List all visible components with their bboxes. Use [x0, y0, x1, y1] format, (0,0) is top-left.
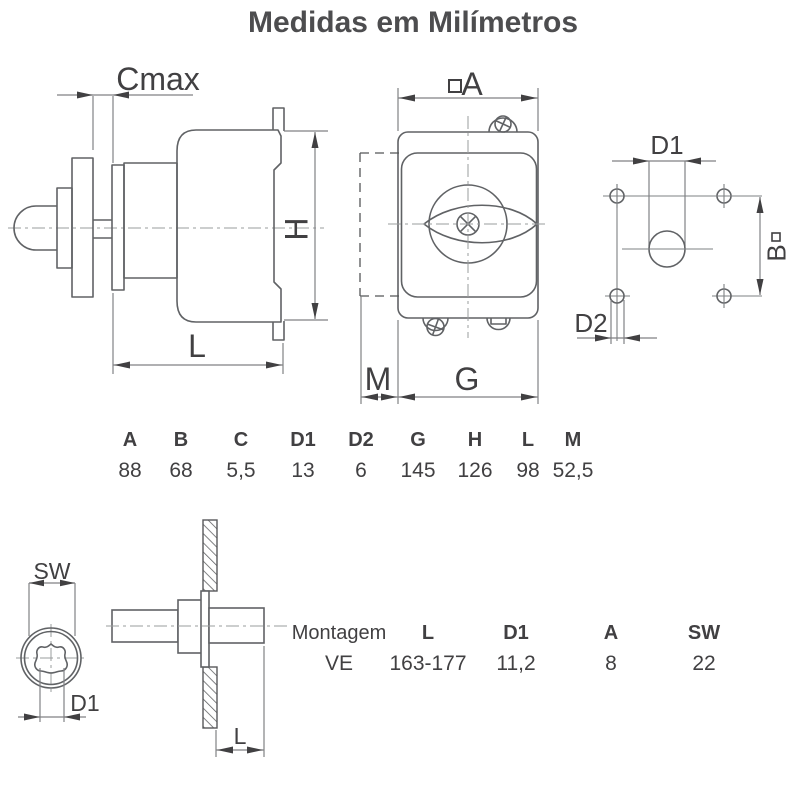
- dim-l: L: [112, 293, 284, 374]
- dim-label-d2: D2: [574, 308, 607, 338]
- dim-d1-shaft: D1: [18, 668, 100, 722]
- col-header: C: [233, 429, 249, 451]
- col-value: 98: [516, 459, 540, 482]
- col-value: 11,2: [496, 652, 536, 675]
- washer-plate: [200, 590, 210, 668]
- tab-bottom-right: [486, 317, 511, 331]
- panel-lower-section: [202, 666, 218, 729]
- screw-tab-top: [488, 115, 518, 133]
- dim-label-b: B: [761, 244, 791, 261]
- drill-template-drawing: D1: [574, 130, 791, 344]
- dim-b: B: [756, 197, 791, 295]
- col-header: L: [521, 429, 535, 451]
- col-header: G: [410, 429, 426, 451]
- switch-neck: [123, 162, 178, 279]
- col-header: D1: [503, 622, 529, 644]
- col-value: 68: [169, 459, 193, 482]
- hole-bottom-left: [609, 288, 625, 304]
- dim-g: G: [398, 320, 539, 404]
- col-header: A: [122, 429, 138, 451]
- col-value: 145: [400, 459, 436, 482]
- col-header: SW: [687, 622, 721, 644]
- projection-dashed-box: [359, 152, 402, 297]
- col-header: Montagem: [291, 622, 387, 644]
- screw-cross-icon: [427, 318, 444, 336]
- dim-label-sw: SW: [33, 558, 70, 584]
- col-value: 6: [355, 459, 367, 482]
- nut-outer-circle: [20, 627, 82, 689]
- shaft-section-drawing: SW D1: [16, 558, 100, 722]
- dim-label-l: L: [188, 328, 206, 364]
- col-header: D2: [348, 429, 374, 451]
- col-value: 5,5: [226, 459, 256, 482]
- side-view-drawing: Cmax H L: [8, 61, 328, 374]
- col-value: 13: [291, 459, 315, 482]
- dim-l-mount: L: [215, 646, 265, 757]
- col-value: 88: [118, 459, 142, 482]
- screw-tab-bottom-left: [422, 317, 449, 337]
- dim-a: A: [397, 66, 539, 131]
- body-bottom-tab: [272, 321, 285, 341]
- dim-label-d1-shaft: D1: [70, 690, 99, 716]
- dim-label-h: H: [279, 217, 315, 240]
- dim-m: M: [360, 296, 399, 404]
- dim-label-a: A: [461, 66, 483, 102]
- col-header: D1: [290, 429, 316, 451]
- shaft-left: [111, 609, 179, 643]
- switch-handle: [13, 205, 57, 251]
- mounting-holes: [603, 184, 762, 341]
- flange-plate: [71, 157, 94, 298]
- switch-body: [176, 129, 282, 323]
- col-value: 163-177: [389, 652, 467, 675]
- col-value: 8: [605, 652, 617, 675]
- col-header: H: [467, 429, 483, 451]
- square-symbol: [771, 232, 781, 242]
- col-header: M: [564, 429, 582, 451]
- front-view-drawing: A: [359, 66, 549, 404]
- dim-label-d1: D1: [650, 130, 683, 160]
- bottom-drawings: SW D1: [16, 519, 288, 757]
- dim-h: H: [279, 130, 328, 321]
- panel-upper-section: [202, 519, 218, 592]
- col-value: 52,5: [552, 459, 594, 482]
- screw-cross-icon: [495, 116, 511, 132]
- square-symbol: [448, 79, 462, 93]
- dim-cmax: Cmax: [57, 61, 200, 163]
- panel-mount-drawing: L: [106, 519, 288, 757]
- col-header: B: [173, 429, 189, 451]
- col-value: VE: [324, 652, 353, 675]
- page-title: Medidas em Milímetros: [247, 6, 579, 39]
- shaft-spline-profile: [34, 643, 68, 674]
- top-drawings: Cmax H L: [8, 61, 791, 404]
- dim-sw: SW: [28, 558, 76, 636]
- dim-label-g: G: [455, 361, 480, 397]
- dim-label-m: M: [365, 361, 392, 397]
- nut-inner-circle: [23, 630, 79, 686]
- dim-label-l-mount: L: [234, 723, 247, 749]
- col-header: A: [603, 622, 619, 644]
- col-value: 22: [692, 652, 716, 675]
- dim-d1: D1: [612, 130, 716, 246]
- dim-label-cmax: Cmax: [116, 61, 200, 97]
- col-header: L: [421, 622, 435, 644]
- body-top-tab: [272, 107, 285, 131]
- col-value: 126: [457, 459, 493, 482]
- dim-d2: D2: [574, 300, 657, 344]
